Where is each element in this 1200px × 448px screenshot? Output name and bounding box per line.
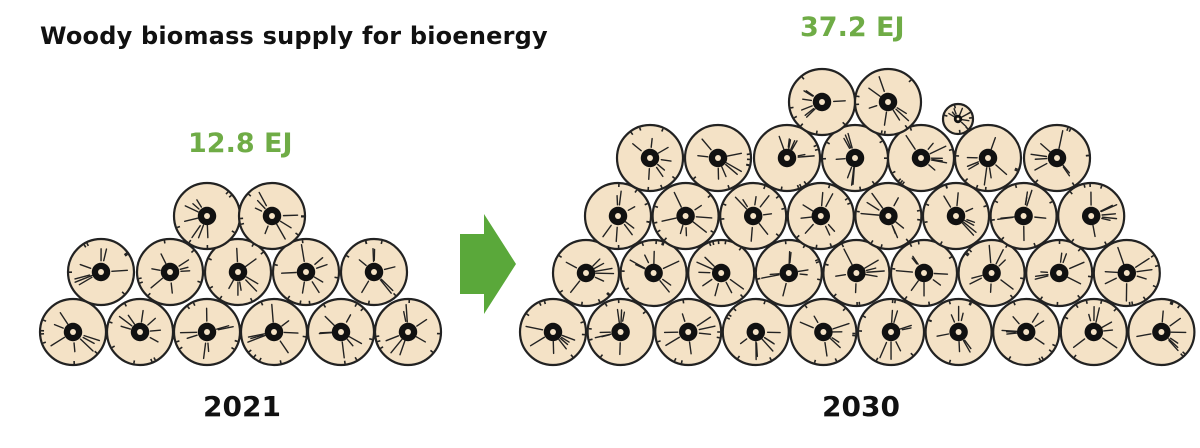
- value-label-2030: 37.2 EJ: [800, 12, 905, 43]
- log-2030-332-8: [1059, 297, 1128, 367]
- log-2030-332-9: [1127, 297, 1196, 367]
- log-2030-273-5: [889, 238, 959, 308]
- log-2030-273-3: [754, 238, 823, 308]
- log-2021-272-3: [271, 237, 341, 307]
- category-label-2030: 2030: [822, 390, 900, 423]
- log-2030-216-7: [1057, 181, 1126, 251]
- log-2021-272-2: [203, 237, 273, 307]
- log-2030-216-4: [854, 181, 923, 251]
- log-2021-216-1: [237, 181, 307, 251]
- log-2021-332-2: [172, 297, 242, 367]
- log-2021-216-0: [172, 181, 242, 251]
- log-pile-2030: [518, 67, 1196, 367]
- log-2030-332-1: [586, 297, 655, 367]
- log-2030-216-0: [583, 181, 653, 251]
- log-2030-102-0: [787, 67, 857, 137]
- log-2030-332-6: [924, 297, 993, 367]
- log-2030-332-4: [789, 297, 858, 367]
- log-2030-332-3: [721, 297, 790, 367]
- log-2030-216-1: [651, 181, 720, 251]
- log-2030-332-0: [518, 297, 588, 367]
- log-2021-272-0: [66, 237, 136, 307]
- log-2030-273-8: [1092, 238, 1161, 308]
- log-2030-158-6: [1022, 123, 1092, 193]
- log-2030-216-3: [786, 181, 855, 251]
- log-2021-272-1: [135, 237, 205, 307]
- log-2030-273-6: [957, 238, 1026, 308]
- chart-title: Woody biomass supply for bioenergy: [40, 22, 548, 50]
- log-2030-273-4: [822, 238, 891, 308]
- log-2030-216-2: [719, 181, 788, 251]
- log-2030-332-7: [992, 297, 1061, 367]
- log-pile-2021: [38, 181, 443, 367]
- log-2030-158-3: [820, 123, 890, 193]
- log-2030-273-2: [687, 238, 756, 308]
- log-2021-332-1: [105, 297, 175, 367]
- log-2030-158-4: [886, 123, 956, 193]
- category-label-2021: 2021: [203, 390, 281, 423]
- log-2030-273-7: [1025, 238, 1094, 308]
- value-label-2021: 12.8 EJ: [188, 128, 293, 159]
- log-2030-273-1: [619, 238, 688, 308]
- log-2021-332-4: [306, 297, 376, 367]
- log-2030-216-6: [989, 181, 1058, 251]
- log-2030-158-1: [683, 123, 753, 193]
- log-2030-158-2: [752, 123, 822, 193]
- log-2030-158-5: [953, 123, 1023, 193]
- log-2030-332-5: [856, 297, 926, 367]
- log-2030-102-1: [853, 67, 923, 137]
- log-2030-332-2: [654, 297, 723, 367]
- log-2030-158-0: [615, 123, 685, 193]
- log-2021-332-5: [373, 297, 443, 367]
- log-2021-332-3: [239, 297, 309, 367]
- log-2030-273-0: [551, 238, 621, 308]
- log-2030-small: [941, 102, 975, 136]
- log-2021-332-0: [38, 297, 108, 367]
- growth-arrow-icon: [460, 214, 516, 314]
- log-2021-272-4: [339, 237, 409, 307]
- log-2030-216-5: [921, 181, 991, 251]
